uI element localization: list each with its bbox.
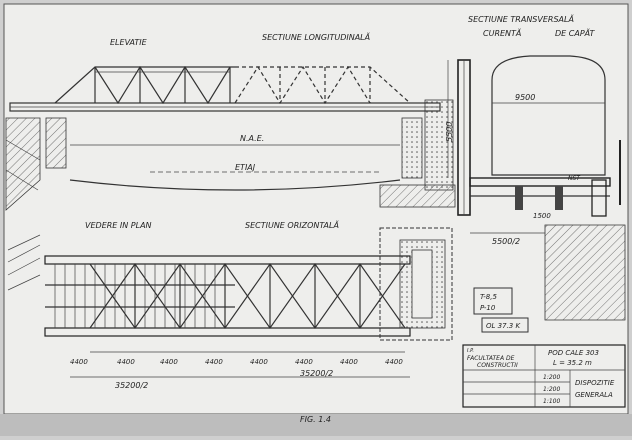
truss-elevation-left xyxy=(54,65,235,105)
nae-label: N.A.E. xyxy=(240,134,264,143)
left-bank-contours xyxy=(7,234,41,291)
bay-dim: 4400 xyxy=(160,358,178,366)
bay-dim: 4400 xyxy=(295,358,313,366)
plan-view: VEDERE IN PLAN SECTIUNE ORIZONTALĂ xyxy=(7,219,453,390)
right-abutment xyxy=(424,99,454,191)
sleepers xyxy=(54,264,226,328)
transversal-section-label: SECTIUNE TRANSVERSALĂ xyxy=(468,13,574,24)
bottom-chord-plan xyxy=(44,327,411,337)
drawing-title-1: DISPOZITIE xyxy=(575,379,615,387)
clearance-gauge xyxy=(491,55,606,176)
riverbed xyxy=(69,179,401,191)
faculty-line1: I.P. xyxy=(467,348,474,354)
end-abutment xyxy=(544,224,626,321)
scale-2: 1:200 xyxy=(543,386,560,393)
nst-label: NST xyxy=(568,175,581,182)
load-notes: T-8,5 P-10 OL 37.3 K xyxy=(473,287,529,333)
right-foundation xyxy=(379,184,456,208)
scale-1: 1:200 xyxy=(543,374,560,381)
vedere-in-plan-label: VEDERE IN PLAN xyxy=(85,221,152,230)
dim-1500: 1500 xyxy=(533,212,551,220)
steel-box xyxy=(481,317,529,333)
project-name: POD CALE 303 xyxy=(548,349,599,357)
plan-bracing xyxy=(89,262,406,330)
drawing-title-2: GENERALA xyxy=(575,391,613,399)
stringer xyxy=(515,186,523,210)
bay-dim: 4400 xyxy=(70,358,88,366)
longitudinal-section-label: SECTIUNE LONGITUDINALĂ xyxy=(262,31,370,42)
bay-dim: 4400 xyxy=(250,358,268,366)
dim-5500-half: 5500/2 xyxy=(492,237,520,246)
paper xyxy=(3,3,629,415)
scale-3: 1:100 xyxy=(543,398,560,405)
etiaj-label: ETIAJ xyxy=(235,163,256,172)
half-total-dim-left: 35200/2 xyxy=(115,381,148,390)
truss-section-right xyxy=(234,65,411,105)
right-abutment-plan xyxy=(379,227,453,341)
dim-9500: 9500 xyxy=(515,93,535,102)
figure-caption: FIG. 1.4 xyxy=(300,415,331,424)
bay-dim: 4400 xyxy=(385,358,403,366)
cross-section-view: SECTIUNE TRANSVERSALĂ CURENTĂ DE CAPĂT 9… xyxy=(445,13,626,321)
half-total-dim-right: 35200/2 xyxy=(300,369,333,378)
elevatie-label: ELEVATIE xyxy=(110,38,148,47)
load-p: P-10 xyxy=(480,304,496,312)
stringer xyxy=(555,186,563,210)
load-box xyxy=(473,287,513,315)
faculty-line3: CONSTRUCTII xyxy=(477,362,518,369)
curenta-label: CURENTĂ xyxy=(483,27,521,38)
bay-dim: 4400 xyxy=(117,358,135,366)
left-pier xyxy=(45,117,67,169)
de-capat-label: DE CAPĂT xyxy=(555,27,596,38)
right-pier xyxy=(401,117,423,179)
left-abutment xyxy=(5,117,41,211)
page-bottom-margin xyxy=(0,414,632,436)
faculty-line2: FACULTATEA DE xyxy=(467,355,515,362)
dim-5500: 5500 xyxy=(445,122,454,142)
steel-grade: OL 37.3 K xyxy=(486,322,521,330)
elevation-view: N.A.E. ETIAJ ELEVATIE SECTIUNE LONGITUDI… xyxy=(5,31,456,211)
sectiune-orizontala-label: SECTIUNE ORIZONTALĂ xyxy=(245,219,339,230)
bay-dim: 4400 xyxy=(205,358,223,366)
load-t: T-8,5 xyxy=(480,293,497,301)
cross-deck xyxy=(469,177,611,187)
project-length: L = 35.2 m xyxy=(553,359,592,367)
title-block: I.P. FACULTATEA DE CONSTRUCTII POD CALE … xyxy=(462,344,626,408)
bay-dim: 4400 xyxy=(340,358,358,366)
